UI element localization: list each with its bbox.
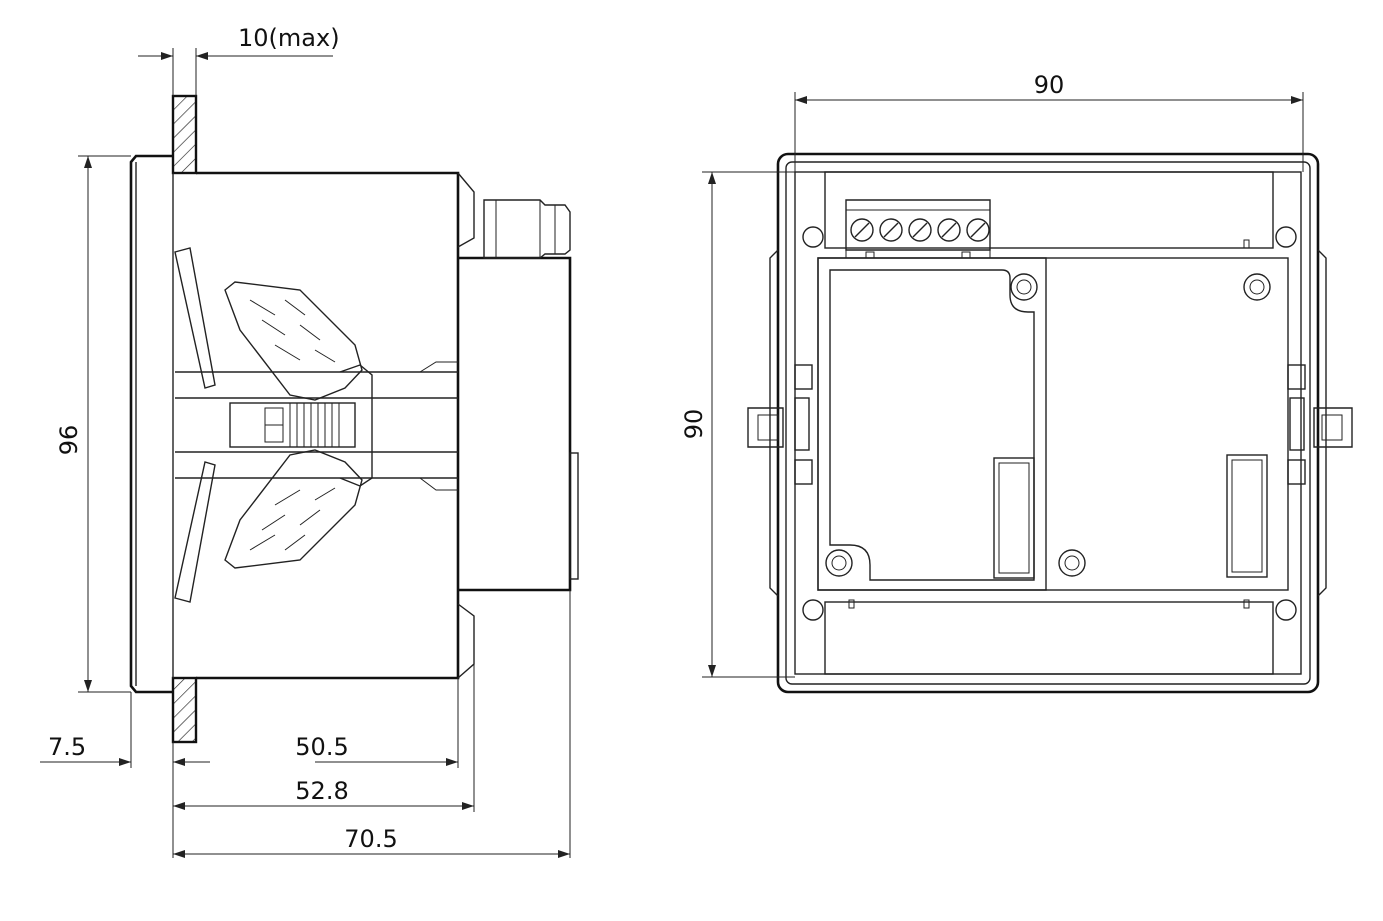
dim-rear-height-label: 90 xyxy=(680,409,708,440)
side-latch-left xyxy=(747,249,813,597)
dim-total-depth-label: 70.5 xyxy=(344,825,397,853)
rear-connector xyxy=(483,199,571,259)
mounting-screw-icon xyxy=(825,273,1271,577)
front-bezel xyxy=(129,154,174,694)
rear-view-dimensions: 90 90 xyxy=(680,71,1304,678)
mounting-rail xyxy=(175,361,458,491)
terminal-screw-icon xyxy=(850,218,990,242)
dim-body-depth-label: 50.5 xyxy=(295,733,348,761)
panel-section xyxy=(171,94,198,744)
terminal-block xyxy=(845,199,991,259)
side-view: 10(max) 96 7.5 50.5 52.8 xyxy=(40,24,579,858)
rear-view: 90 90 xyxy=(680,71,1353,694)
side-view-dimensions: 10(max) 96 7.5 50.5 52.8 xyxy=(40,24,571,858)
rear-board xyxy=(817,257,1289,591)
rear-frame xyxy=(776,152,1320,694)
dim-side-height-label: 96 xyxy=(55,425,83,456)
dim-bezel-depth-label: 7.5 xyxy=(48,733,86,761)
spring-clip-top xyxy=(174,247,363,401)
dim-rear-width-label: 90 xyxy=(1034,71,1065,99)
clip-latch xyxy=(229,364,373,487)
dim-clip-depth-label: 52.8 xyxy=(295,777,348,805)
dim-panel-thickness-label: 10(max) xyxy=(238,24,340,52)
side-latch-right xyxy=(1287,249,1353,597)
housing-body xyxy=(196,171,579,680)
spring-clip-bottom xyxy=(174,449,363,603)
